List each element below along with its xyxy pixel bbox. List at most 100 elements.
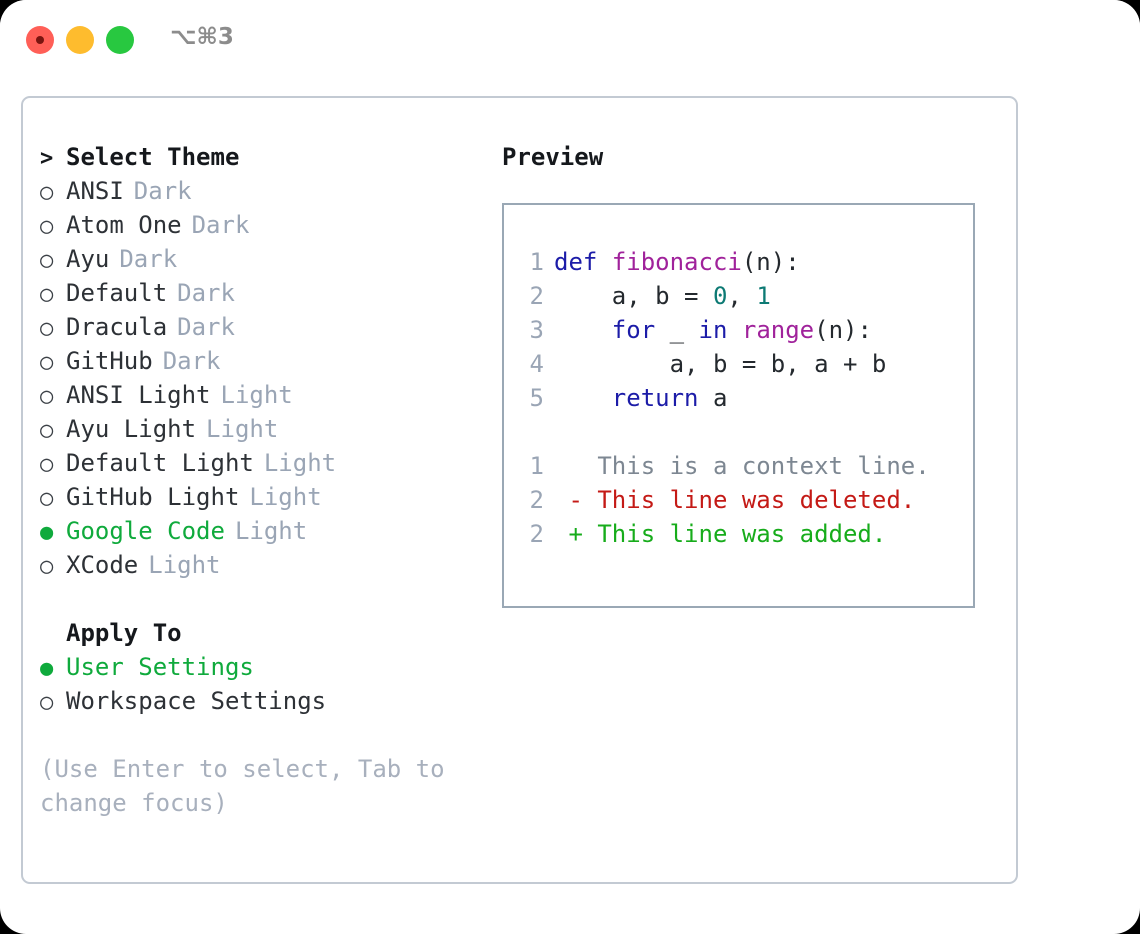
line-number: 2 bbox=[529, 520, 544, 548]
theme-variant-tag: Dark bbox=[177, 313, 235, 341]
theme-name: Default bbox=[66, 279, 168, 307]
theme-variant-tag: Light bbox=[220, 381, 293, 409]
code-token: return bbox=[611, 384, 699, 412]
apply-to-header-label: Apply To bbox=[66, 619, 182, 647]
radio-selected-icon[interactable]: ● bbox=[40, 656, 54, 681]
code-token: _ bbox=[655, 316, 699, 344]
line-number: 1 bbox=[529, 248, 544, 276]
theme-variant-tag: Light bbox=[263, 449, 337, 477]
theme-name: ANSI Light bbox=[66, 381, 211, 409]
diff-line: 2 + This line was added. bbox=[522, 517, 930, 551]
close-icon bbox=[36, 36, 44, 44]
radio-unselected-icon[interactable]: ○ bbox=[40, 248, 54, 273]
theme-name: Ayu bbox=[66, 245, 110, 273]
diff-line-text: + This line was added. bbox=[554, 520, 887, 548]
theme-list-item[interactable]: ○ ANSI Light Light bbox=[40, 378, 470, 412]
theme-list-item[interactable]: ○ GitHub Dark bbox=[40, 344, 470, 378]
line-number: 3 bbox=[529, 316, 544, 344]
code-token: a, b = b, a + b bbox=[554, 350, 887, 378]
code-token: 1 bbox=[756, 282, 771, 310]
theme-picker-header: >Select Theme bbox=[40, 140, 470, 174]
code-line: 4 a, b = b, a + b bbox=[522, 347, 930, 381]
apply-to-item[interactable]: ○ Workspace Settings bbox=[40, 684, 470, 718]
theme-name: GitHub Light bbox=[66, 483, 240, 511]
theme-list-item[interactable]: ○ Ayu Dark bbox=[40, 242, 470, 276]
theme-list-item[interactable]: ○ Default Light Light bbox=[40, 446, 470, 480]
code-token: 0 bbox=[712, 282, 728, 310]
theme-list-item[interactable]: ○ Ayu Light Light bbox=[40, 412, 470, 446]
radio-unselected-icon[interactable]: ○ bbox=[40, 452, 54, 477]
preview-title: Preview bbox=[502, 143, 604, 171]
radio-unselected-icon[interactable]: ○ bbox=[40, 486, 54, 511]
theme-variant-tag: Light bbox=[234, 517, 308, 545]
radio-unselected-icon[interactable]: ○ bbox=[40, 418, 54, 443]
code-token: fibonacci bbox=[611, 248, 742, 276]
code-token: range bbox=[741, 316, 815, 344]
code-token: , bbox=[727, 282, 757, 310]
radio-unselected-icon[interactable]: ○ bbox=[40, 316, 54, 341]
theme-variant-tag: Light bbox=[249, 483, 322, 511]
apply-to-header: Apply To bbox=[40, 616, 470, 650]
radio-unselected-icon[interactable]: ○ bbox=[40, 282, 54, 307]
apply-to-label: User Settings bbox=[66, 653, 254, 681]
apply-to-item[interactable]: ● User Settings bbox=[40, 650, 470, 684]
theme-variant-tag: Dark bbox=[119, 245, 178, 273]
code-token bbox=[554, 384, 612, 412]
code-token: a bbox=[698, 384, 728, 412]
apply-to-label: Workspace Settings bbox=[66, 687, 327, 715]
code-line: 3 for _ in range(n): bbox=[522, 313, 930, 347]
theme-variant-tag: Light bbox=[148, 551, 221, 579]
radio-unselected-icon[interactable]: ○ bbox=[40, 180, 54, 205]
prompt-caret-icon: > bbox=[40, 146, 54, 171]
title-bar: ⌥⌘3 bbox=[0, 0, 1140, 78]
theme-name: Default Light bbox=[66, 449, 254, 477]
code-token: in bbox=[698, 316, 728, 344]
theme-variant-tag: Dark bbox=[177, 279, 235, 307]
theme-list-item[interactable]: ○ GitHub Light Light bbox=[40, 480, 470, 514]
code-line: 1 def fibonacci(n): bbox=[522, 245, 930, 279]
diff-line-text: - This line was deleted. bbox=[554, 486, 916, 514]
code-token bbox=[554, 316, 612, 344]
code-token: (n): bbox=[741, 248, 800, 276]
code-line: 5 return a bbox=[522, 381, 930, 415]
theme-variant-tag: Light bbox=[206, 415, 279, 443]
minimize-window-button[interactable] bbox=[66, 26, 94, 54]
code-token: for bbox=[611, 316, 656, 344]
theme-name: Ayu Light bbox=[66, 415, 197, 443]
radio-unselected-icon[interactable]: ○ bbox=[40, 350, 54, 375]
code-token: def bbox=[554, 248, 598, 276]
line-number: 1 bbox=[529, 452, 544, 480]
apply-to-list: ● User Settings ○ Workspace Settings bbox=[40, 650, 470, 718]
hint-text: (Use Enter to select, Tab to change focu… bbox=[40, 755, 445, 817]
radio-unselected-icon[interactable]: ○ bbox=[40, 690, 54, 715]
line-number: 2 bbox=[529, 282, 544, 310]
radio-unselected-icon[interactable]: ○ bbox=[40, 214, 54, 239]
theme-list-item[interactable]: ○ Default Dark bbox=[40, 276, 470, 310]
theme-variant-tag: Dark bbox=[133, 177, 192, 205]
radio-unselected-icon[interactable]: ○ bbox=[40, 384, 54, 409]
theme-name: GitHub bbox=[66, 347, 153, 375]
theme-name: Google Code bbox=[66, 517, 225, 545]
line-number: 4 bbox=[529, 350, 544, 378]
code-token bbox=[597, 248, 611, 276]
code-line: 2 a, b = 0, 1 bbox=[522, 279, 930, 313]
radio-selected-icon[interactable]: ● bbox=[40, 520, 54, 545]
diff-line: 2 - This line was deleted. bbox=[522, 483, 930, 517]
radio-unselected-icon[interactable]: ○ bbox=[40, 554, 54, 579]
theme-list-item[interactable]: ● Google Code Light bbox=[40, 514, 470, 548]
code-token: (n): bbox=[814, 316, 872, 344]
theme-variant-tag: Dark bbox=[191, 211, 250, 239]
theme-variant-tag: Dark bbox=[162, 347, 221, 375]
maximize-window-button[interactable] bbox=[106, 26, 134, 54]
code-blank-line bbox=[522, 415, 930, 449]
